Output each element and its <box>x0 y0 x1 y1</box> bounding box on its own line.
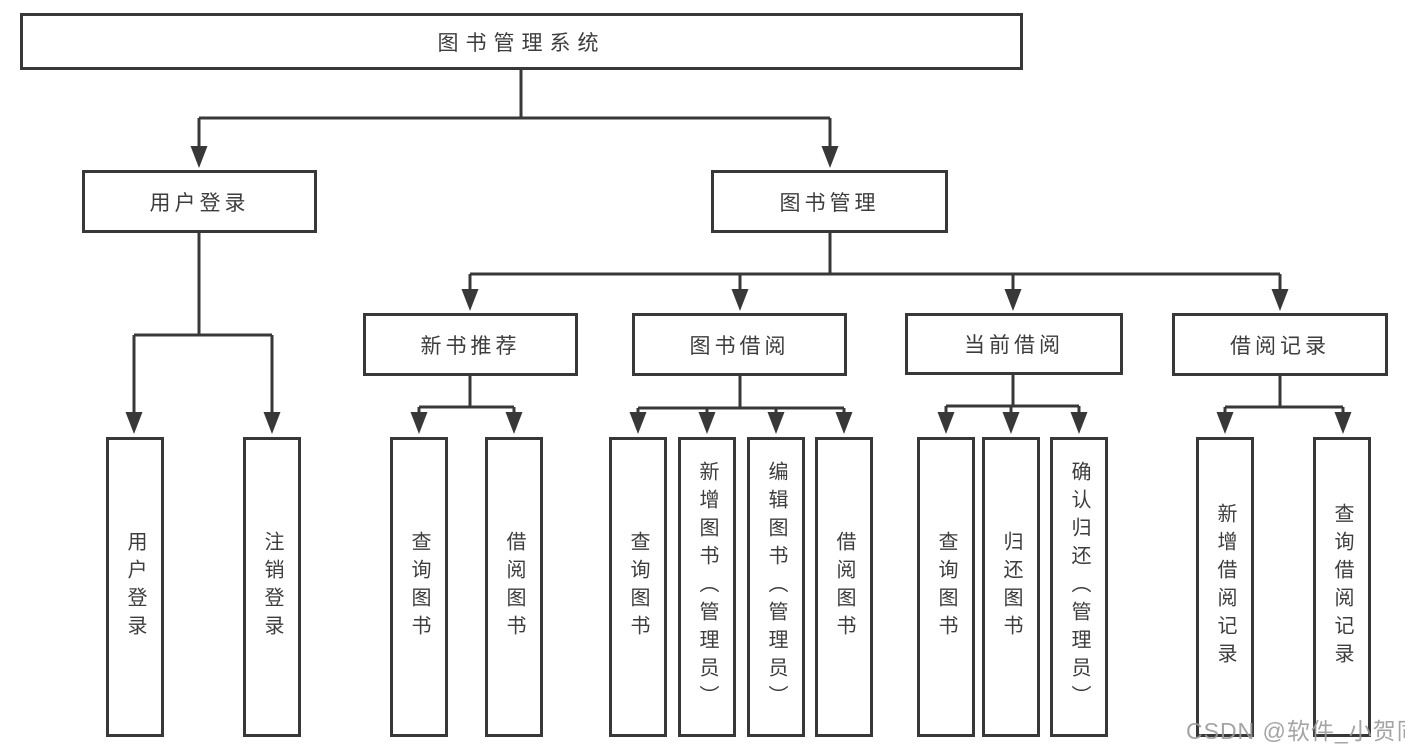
leaf-query-borrow-record: 查询借阅记录 <box>1313 437 1371 737</box>
leaf-query-books-3: 查询图书 <box>917 437 975 737</box>
leaf-confirm-return-admin: 确认归还（管理员） <box>1050 437 1108 737</box>
node-user-login: 用户登录 <box>82 170 317 233</box>
node-label: 当前借阅 <box>964 334 1064 357</box>
node-label: 查询借阅记录 <box>1331 503 1353 671</box>
node-label: 借阅图书 <box>833 531 855 643</box>
node-label: 查询图书 <box>408 531 430 643</box>
leaf-add-book-admin: 新增图书（管理员） <box>678 437 736 737</box>
node-label: 注销登录 <box>261 531 283 643</box>
leaf-query-books: 查询图书 <box>390 437 448 737</box>
leaf-edit-book-admin: 编辑图书（管理员） <box>747 437 805 737</box>
node-book-borrow: 图书借阅 <box>632 313 847 376</box>
leaf-borrow-books: 借阅图书 <box>485 437 543 737</box>
node-label: 借阅图书 <box>503 531 525 643</box>
node-label: 确认归还（管理员） <box>1068 461 1090 713</box>
node-label: 图书管理 <box>779 191 880 215</box>
node-new-book-recommend: 新书推荐 <box>363 313 578 376</box>
node-book-management: 图书管理 <box>711 170 948 233</box>
node-label: 新增图书（管理员） <box>696 461 718 713</box>
watermark: CSDN @软件_小贺同学 <box>1186 718 1405 744</box>
node-label: 借阅记录 <box>1230 334 1330 358</box>
node-label: 查询图书 <box>627 531 649 643</box>
node-current-borrow: 当前借阅 <box>905 313 1123 375</box>
node-label: 图书借阅 <box>689 334 790 358</box>
leaf-query-books-2: 查询图书 <box>609 437 667 737</box>
node-label: 新增借阅记录 <box>1214 503 1236 671</box>
node-library-management-system: 图书管理系统 <box>20 13 1023 70</box>
node-label: 查询图书 <box>935 531 957 643</box>
leaf-add-borrow-record: 新增借阅记录 <box>1196 437 1254 737</box>
leaf-return-book: 归还图书 <box>982 437 1040 737</box>
leaf-logout: 注销登录 <box>243 437 301 737</box>
leaf-borrow-books-2: 借阅图书 <box>815 437 873 737</box>
node-label: 用户登录 <box>149 191 250 215</box>
node-label: 归还图书 <box>1000 531 1022 643</box>
node-label: 编辑图书（管理员） <box>765 461 787 713</box>
node-label: 图书管理系统 <box>437 31 606 55</box>
node-label: 用户登录 <box>124 531 146 643</box>
node-label: 新书推荐 <box>420 334 521 358</box>
node-borrow-records: 借阅记录 <box>1172 313 1388 376</box>
leaf-user-login: 用户登录 <box>106 437 164 737</box>
